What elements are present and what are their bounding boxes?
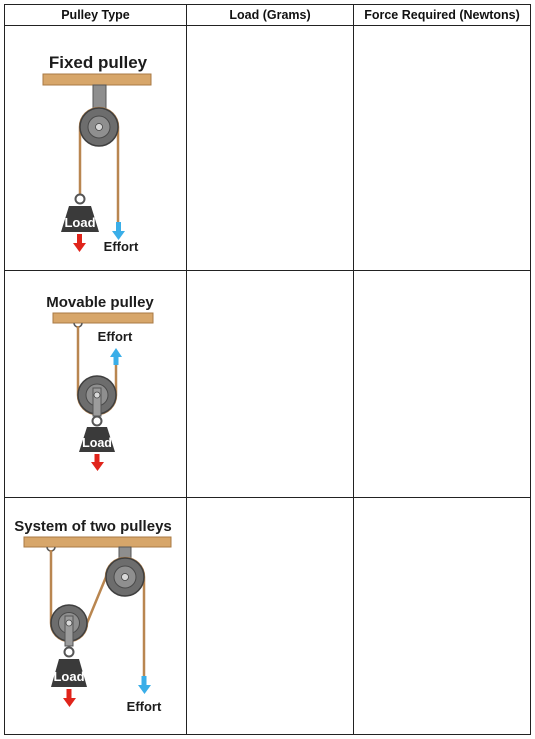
table-row: System of two pulleys: [4, 497, 531, 735]
force-newtons-cell[interactable]: [353, 270, 531, 498]
ceiling-beam: [52, 312, 154, 324]
load-grams-cell[interactable]: [186, 25, 354, 271]
weight-icon: [51, 646, 87, 687]
table-row: Movable pulley Effort: [4, 270, 531, 498]
movable-pulley-diagram: Movable pulley Effort: [46, 294, 154, 471]
load-grams-cell[interactable]: [186, 270, 354, 498]
weight-icon: [61, 193, 99, 232]
ceiling-beam: [42, 73, 152, 86]
two-pulley-system-diagram: System of two pulleys: [14, 518, 172, 714]
weight-icon: [79, 415, 115, 452]
effort-label: Effort: [104, 239, 139, 254]
pulley-icon: [50, 604, 88, 647]
header-pulley-type: Pulley Type: [4, 4, 187, 26]
pulley-worksheet-table: Pulley Type Load (Grams) Force Required …: [4, 4, 531, 735]
effort-label: Effort: [98, 329, 133, 344]
pulley-icon: [77, 375, 117, 417]
fixed-pulley-diagram: Fixed pulley Load: [42, 53, 152, 254]
pulley-icon: [79, 107, 119, 147]
force-newtons-cell[interactable]: [353, 497, 531, 735]
up-arrow-icon: [110, 348, 122, 365]
table-row: Fixed pulley Load: [4, 25, 531, 271]
two-pulley-system-cell: System of two pulleys: [4, 497, 187, 735]
down-arrow-icon: [63, 689, 76, 707]
header-force-newtons: Force Required (Newtons): [353, 4, 531, 26]
down-arrow-icon: [112, 222, 125, 240]
fixed-pulley-cell: Fixed pulley Load: [4, 25, 187, 271]
rope-connector: [85, 576, 108, 624]
movable-pulley-title: Movable pulley: [46, 294, 154, 311]
force-newtons-cell[interactable]: [353, 25, 531, 271]
movable-pulley-cell: Movable pulley Effort: [4, 270, 187, 498]
pulley-icon: [105, 557, 145, 597]
down-arrow-icon: [91, 454, 104, 471]
down-arrow-icon: [138, 676, 151, 694]
load-label: Load: [53, 669, 84, 684]
ceiling-beam: [23, 536, 172, 548]
down-arrow-icon: [73, 234, 86, 252]
two-pulley-system-title: System of two pulleys: [14, 518, 172, 535]
load-label: Load: [82, 436, 112, 450]
header-load-grams: Load (Grams): [186, 4, 354, 26]
fixed-pulley-title: Fixed pulley: [49, 53, 148, 72]
load-grams-cell[interactable]: [186, 497, 354, 735]
load-label: Load: [64, 215, 95, 230]
effort-label: Effort: [127, 699, 162, 714]
header-row: Pulley Type Load (Grams) Force Required …: [4, 4, 531, 26]
